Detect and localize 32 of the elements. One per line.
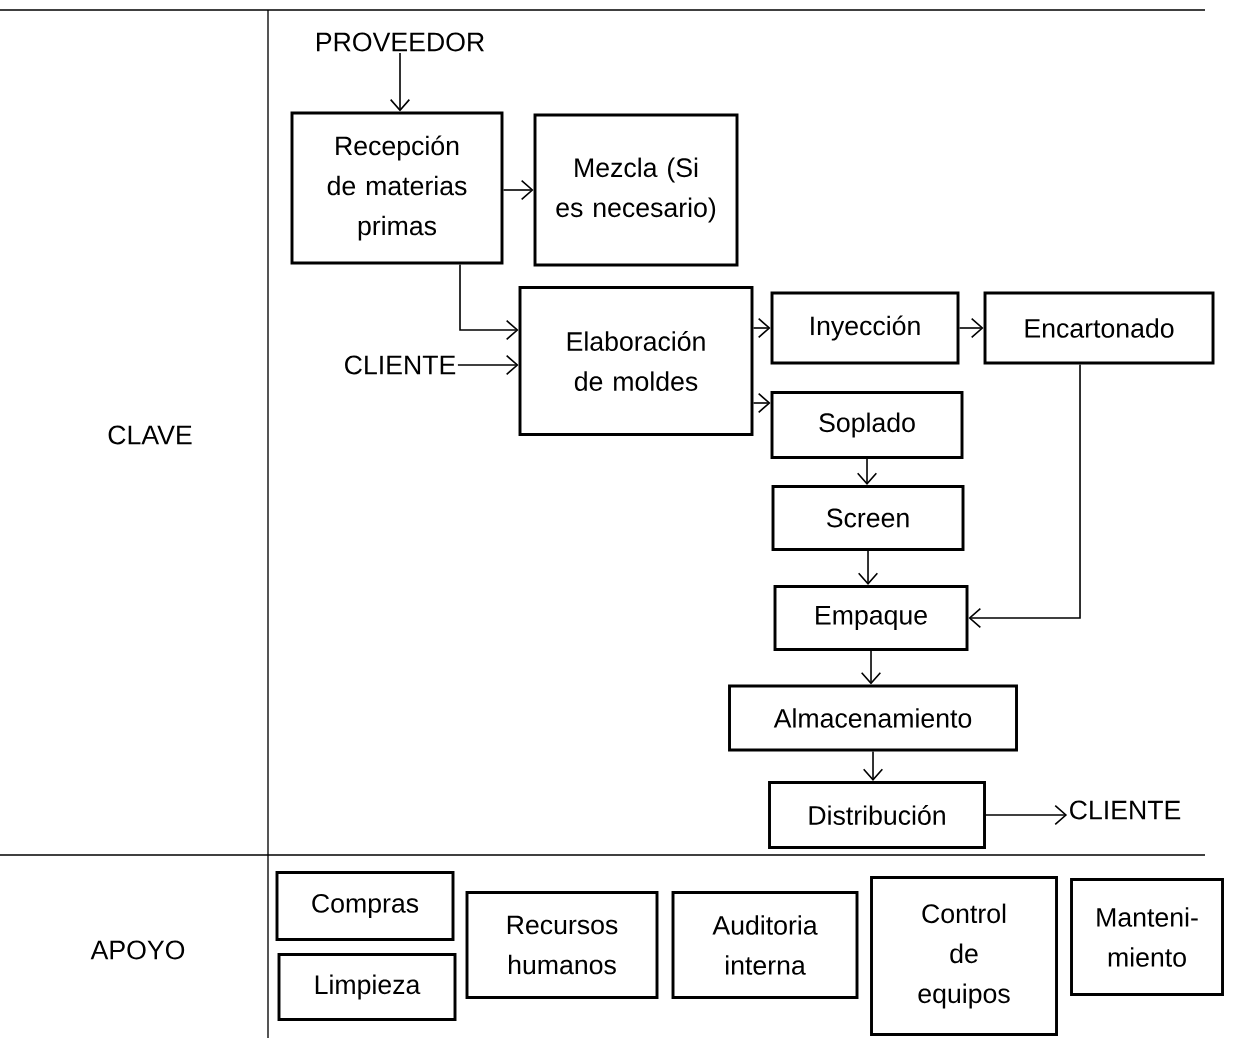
- arrow: [958, 317, 984, 339]
- process-box: Limpieza: [277, 953, 457, 1021]
- process-box: Manteni- miento: [1070, 878, 1224, 996]
- text-label: PROVEEDOR: [317, 32, 484, 52]
- arrow: [459, 263, 519, 341]
- section-label: APOYO: [90, 940, 185, 960]
- process-box: Empaque: [773, 585, 969, 651]
- process-box: Encartonado: [983, 291, 1215, 365]
- arrow: [856, 458, 878, 486]
- arrow: [862, 750, 884, 782]
- arrow: [860, 650, 882, 685]
- process-box: Inyección: [770, 291, 960, 365]
- process-box: Compras: [275, 871, 455, 941]
- section-label: CLAVE: [108, 425, 192, 445]
- arrow: [968, 363, 1081, 629]
- process-box: Soplado: [770, 391, 964, 459]
- process-box: Distribución: [768, 781, 986, 849]
- process-box: Auditoria interna: [671, 891, 859, 999]
- arrow: [985, 804, 1068, 826]
- process-box: Control de equipos: [870, 876, 1058, 1036]
- process-box: Screen: [771, 485, 965, 551]
- process-box: Elaboración de moldes: [518, 286, 754, 436]
- arrow: [457, 354, 519, 376]
- arrow: [857, 550, 879, 586]
- arrow: [389, 52, 411, 112]
- process-box: Almacenamiento: [728, 684, 1018, 752]
- text-label: CLIENTE: [1070, 800, 1181, 820]
- text-label: CLIENTE: [345, 355, 456, 375]
- process-box: Recursos humanos: [465, 891, 659, 999]
- process-box: Recepción de materias primas: [290, 111, 504, 265]
- process-box: Mezcla (Si es necesario): [533, 113, 739, 267]
- arrow: [502, 179, 534, 201]
